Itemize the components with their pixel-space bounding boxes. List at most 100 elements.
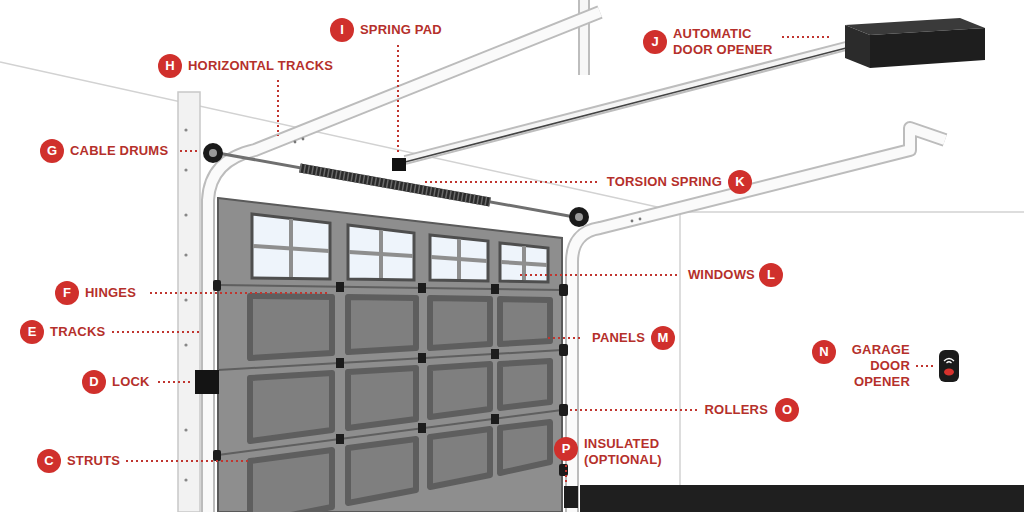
callout-letter: N — [812, 340, 836, 364]
bolt-hole — [184, 213, 187, 216]
callout-letter: I — [330, 18, 354, 42]
raised-panel — [500, 361, 550, 408]
bolt-hole — [639, 218, 642, 221]
callout-letter: M — [651, 326, 675, 350]
raised-panel — [250, 373, 332, 441]
torsion-spring — [300, 168, 490, 202]
raised-panel — [348, 368, 416, 428]
torsion-spring-coil — [300, 168, 490, 202]
hinge — [418, 423, 426, 433]
cable-drum — [569, 207, 589, 227]
torsion-shaft — [212, 152, 580, 218]
roller — [559, 404, 568, 416]
window — [252, 214, 330, 279]
panel-joint — [218, 285, 562, 290]
bolt-hole — [184, 343, 187, 346]
window-mullion — [501, 262, 547, 265]
wall-edge — [680, 211, 1024, 213]
leader-line — [520, 274, 678, 276]
bolt-hole — [184, 428, 187, 431]
roller — [559, 284, 568, 296]
bolt-hole — [184, 478, 187, 481]
raised-panel — [348, 439, 416, 503]
callout-letter: C — [37, 449, 61, 473]
part-label: STRUTS — [67, 453, 120, 469]
window — [500, 243, 548, 282]
window-mullion — [431, 257, 487, 261]
hinge — [336, 282, 344, 292]
part-label: INSULATED (OPTIONAL) — [584, 436, 672, 468]
part-label: SPRING PAD — [360, 22, 442, 38]
raised-panel — [250, 450, 332, 512]
leader-line — [565, 465, 567, 482]
track — [208, 12, 600, 512]
opener-box — [845, 25, 870, 68]
raised-panel — [250, 296, 332, 358]
hinge — [491, 414, 499, 424]
leader-line — [425, 181, 598, 183]
raised-panel — [500, 299, 550, 344]
bolt-hole — [184, 168, 187, 171]
bolt-hole — [302, 138, 305, 141]
leader-line — [180, 150, 200, 152]
lock — [195, 370, 219, 394]
bolt-hole — [294, 141, 297, 144]
bolt-hole — [184, 253, 187, 256]
bolt-hole — [184, 128, 187, 131]
leader-line — [112, 331, 200, 333]
window — [430, 235, 488, 281]
raised-panel — [348, 297, 416, 352]
part-label: ROLLERS — [704, 402, 768, 418]
floor — [580, 485, 1024, 512]
ceiling-edge — [0, 62, 680, 212]
callout-letter: J — [643, 30, 667, 54]
window — [348, 225, 414, 280]
cable-drum-hub — [575, 213, 583, 221]
callout-letter: H — [158, 54, 182, 78]
leader-line — [126, 460, 250, 462]
leader-line — [916, 365, 936, 367]
leader-line — [782, 36, 832, 38]
bolt-hole — [184, 298, 187, 301]
callout-letter: O — [775, 398, 799, 422]
part-label: WINDOWS — [688, 267, 755, 283]
part-label: PANELS — [592, 330, 645, 346]
spring-pad — [392, 158, 406, 171]
roller — [213, 450, 221, 461]
raised-panel — [430, 364, 490, 417]
hinge — [418, 283, 426, 293]
signal-icon — [947, 362, 952, 363]
leader-line — [277, 80, 279, 136]
track — [208, 12, 600, 512]
cable-drum-hub — [209, 149, 217, 157]
leader-line — [570, 409, 698, 411]
hinge — [336, 358, 344, 368]
window-mullion — [349, 252, 413, 256]
leader-line — [150, 292, 330, 294]
raised-panel — [430, 429, 490, 487]
window-mullion — [253, 246, 329, 251]
callout-letter: E — [20, 320, 44, 344]
wall-corner — [679, 212, 681, 486]
hinge — [491, 349, 499, 359]
hinge — [491, 284, 499, 294]
door-bottom-bracket — [564, 486, 578, 508]
track — [572, 128, 945, 512]
callout-letter: G — [40, 139, 64, 163]
callout-letter: D — [82, 370, 106, 394]
cable-drum — [203, 143, 223, 163]
callout-letter: L — [759, 263, 783, 287]
part-label: CABLE DRUMS — [70, 143, 168, 159]
part-label: TORSION SPRING — [607, 174, 722, 190]
wall-bracket — [178, 92, 200, 512]
callout-letter: K — [728, 170, 752, 194]
leader-line — [158, 381, 192, 383]
part-label: TRACKS — [50, 324, 105, 340]
part-label: AUTOMATIC DOOR OPENER — [673, 26, 778, 58]
roller — [213, 280, 221, 291]
remote-control — [939, 350, 959, 382]
signal-icon — [944, 359, 954, 362]
raised-panel — [500, 422, 550, 473]
